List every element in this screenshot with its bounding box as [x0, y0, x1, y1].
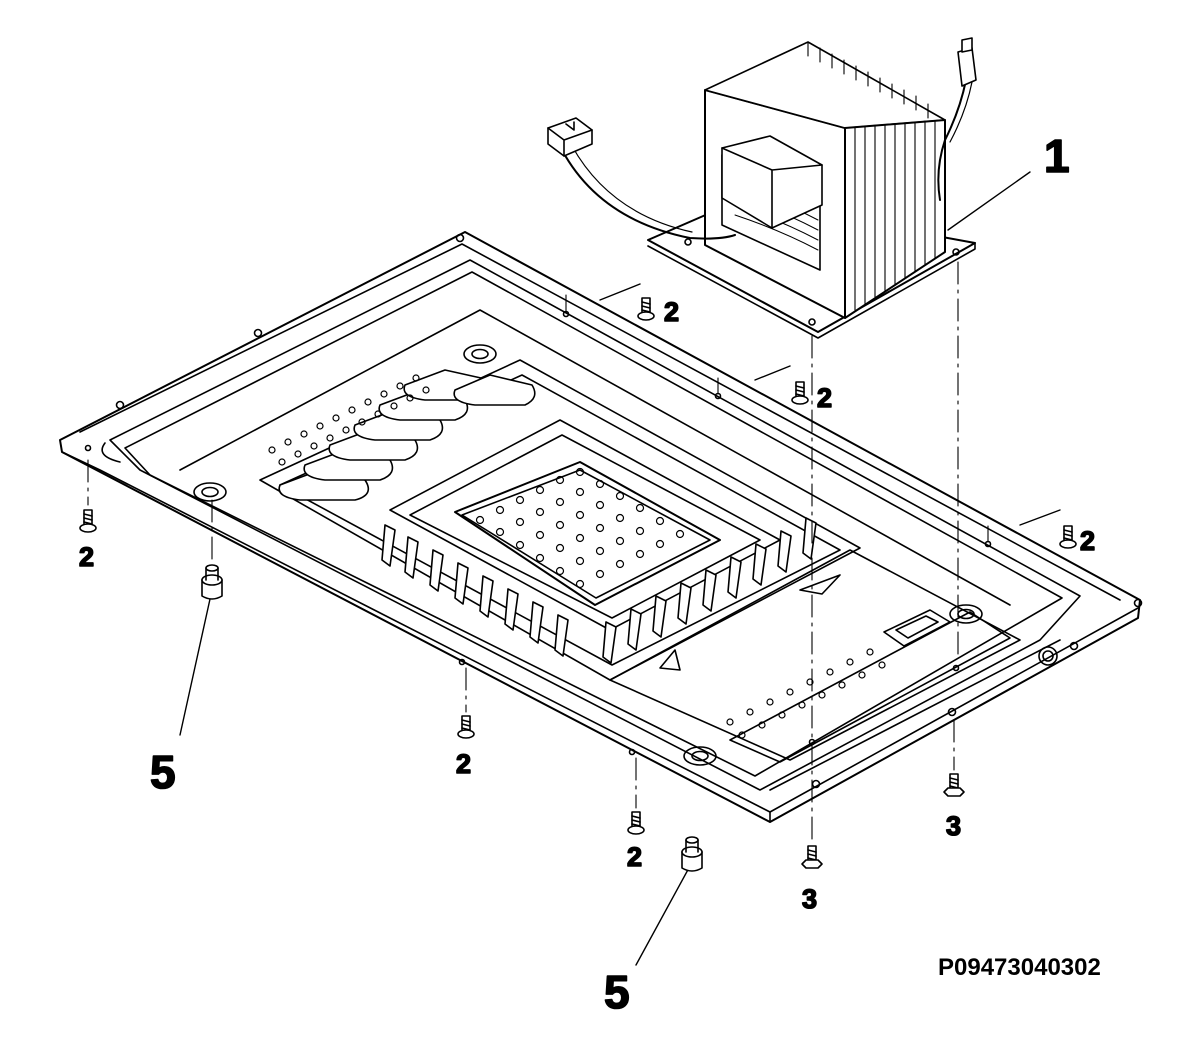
base-plate — [59, 231, 1141, 823]
callout-2-a: 2 — [664, 297, 679, 327]
screw-symbols — [79, 297, 1077, 835]
perforation-holes — [268, 374, 886, 739]
callout-2-f: 2 — [627, 842, 642, 872]
bolt-symbols — [801, 773, 965, 869]
callout-2-c: 2 — [1080, 526, 1095, 556]
center-lines — [87, 261, 989, 841]
callout-2-d: 2 — [79, 542, 94, 572]
callout-2-b: 2 — [817, 383, 832, 413]
front-louvers — [381, 517, 817, 664]
plate-switch — [883, 609, 951, 647]
callout-1: 1 — [1044, 130, 1070, 182]
callout-3-b: 3 — [802, 884, 817, 914]
leader-lines — [179, 171, 1061, 966]
vent-slots — [278, 369, 536, 501]
callout-2-e: 2 — [456, 749, 471, 779]
callout-5-a: 5 — [150, 746, 176, 798]
callout-5-b: 5 — [604, 966, 630, 1018]
foot-bosses — [193, 344, 983, 766]
arrow-marks — [659, 574, 841, 671]
transformer — [547, 37, 977, 339]
callout-3-a: 3 — [946, 811, 961, 841]
drawing-code: P09473040302 — [938, 954, 1101, 981]
